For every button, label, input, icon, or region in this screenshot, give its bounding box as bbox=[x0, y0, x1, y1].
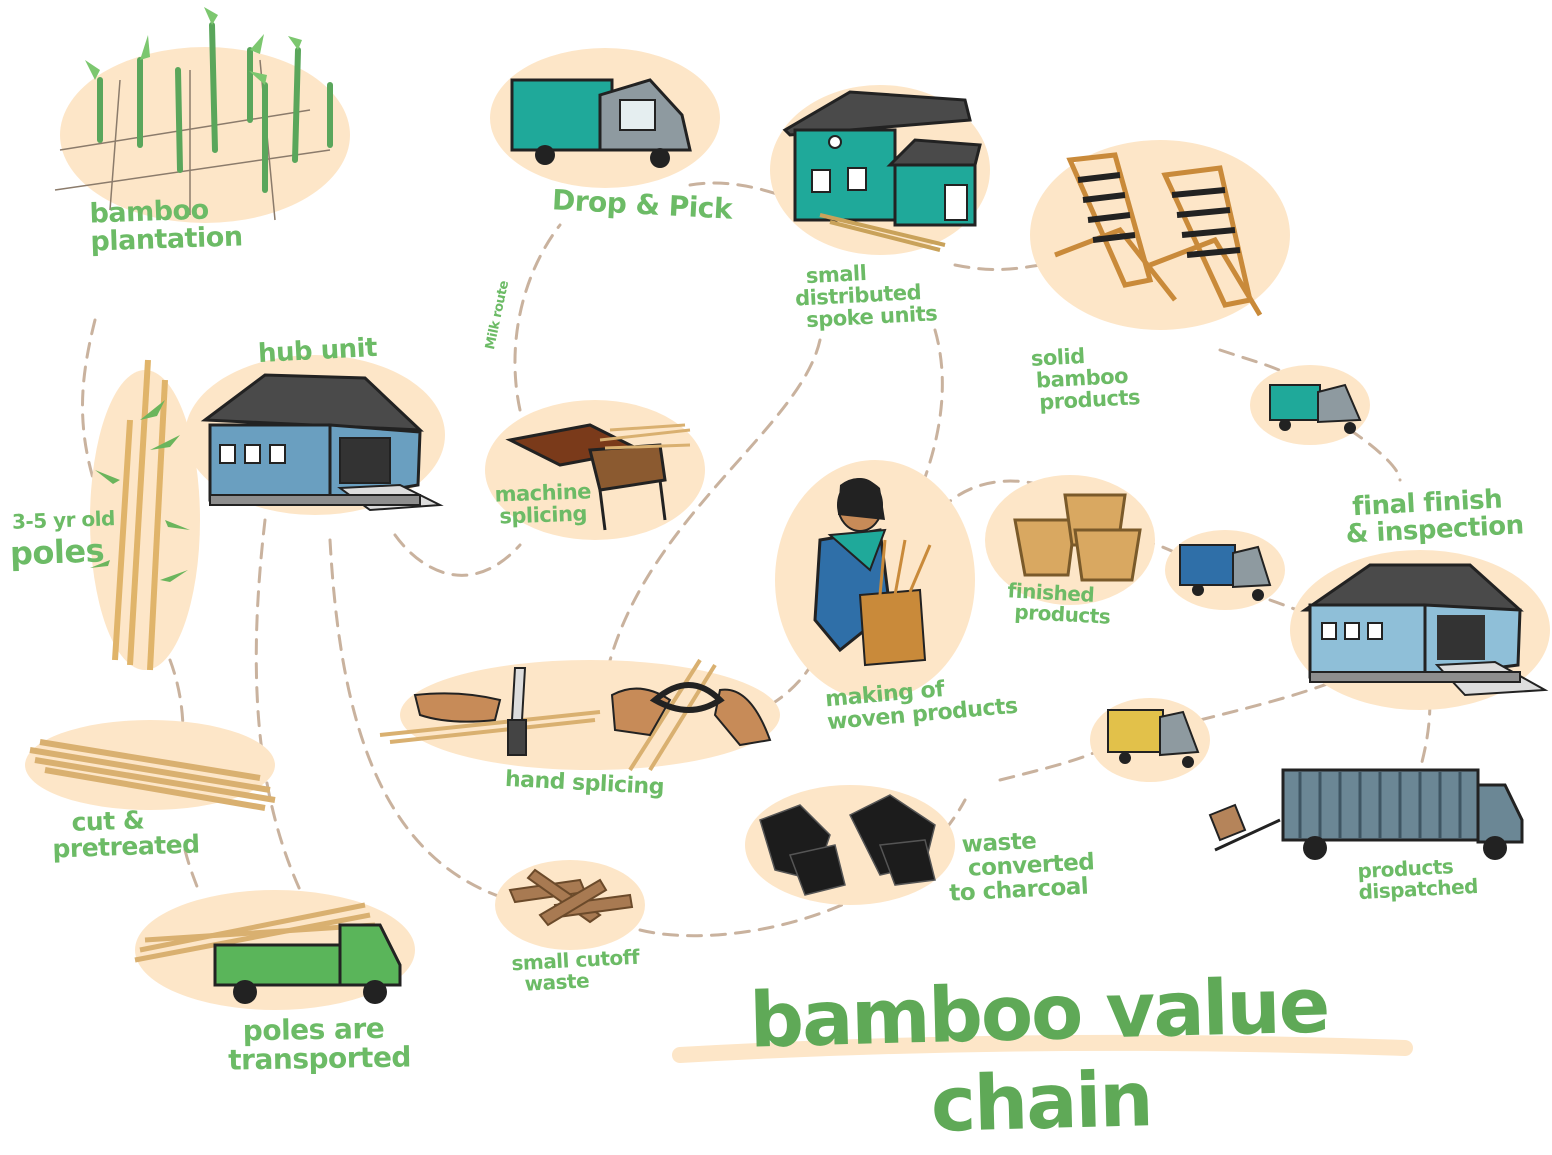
path-hub-to-truck bbox=[254, 518, 302, 892]
bamboo-value-chain-diagram bbox=[25, 7, 1550, 1063]
path-spoke-to-chairs bbox=[953, 263, 1042, 271]
hands-splicing-icon bbox=[379, 658, 780, 772]
path-hub-to-machine bbox=[393, 533, 522, 577]
path-plantation-to-poles bbox=[81, 318, 102, 502]
path-hand-to-woven bbox=[768, 648, 822, 707]
auto-rickshaw-truck-icon bbox=[490, 48, 720, 188]
small-truck-icon-2 bbox=[1165, 530, 1285, 610]
path-poles-to-cut bbox=[168, 658, 185, 762]
deck-chairs-icon bbox=[1030, 140, 1290, 330]
path-final-to-dispatch bbox=[1418, 698, 1432, 772]
small-truck-icon-3 bbox=[1090, 698, 1210, 782]
path-spoke-to-hand bbox=[603, 338, 822, 682]
baskets-icon bbox=[985, 475, 1155, 605]
bamboo-poles-icon bbox=[90, 359, 200, 671]
label-final-finish: final finish& inspection bbox=[1345, 484, 1525, 550]
cut-bamboo-bundle-icon bbox=[25, 720, 276, 811]
diagram-title: bamboo value chain bbox=[748, 960, 1330, 1149]
path-truck-to-final bbox=[1348, 428, 1402, 482]
loaded-truck-icon bbox=[134, 890, 415, 1010]
label-hub-unit: hub unit bbox=[257, 332, 378, 370]
label-poles-age: 3-5 yr old bbox=[11, 506, 116, 534]
house-icon bbox=[770, 85, 990, 255]
bamboo-plantation-icon bbox=[54, 7, 350, 223]
path-charcoal-to-rickshaw bbox=[998, 748, 1102, 782]
container-truck-icon bbox=[1208, 768, 1524, 860]
warehouse-icon bbox=[185, 355, 445, 515]
path-chairs-to-truck bbox=[1218, 348, 1292, 377]
woman-weaving-icon bbox=[775, 460, 975, 700]
path-cut-to-truck bbox=[183, 848, 202, 897]
title-underline bbox=[672, 1034, 1413, 1063]
charcoal-icon bbox=[745, 785, 955, 905]
label-cut-pretreated: cut &pretreated bbox=[51, 805, 200, 864]
path-milk-route bbox=[513, 223, 562, 412]
path-hub-to-cutoff bbox=[328, 538, 512, 902]
splicing-machine-icon bbox=[485, 400, 705, 540]
label-poles: poles bbox=[9, 531, 105, 573]
wood-scraps-icon bbox=[495, 860, 645, 950]
final-warehouse-icon bbox=[1290, 550, 1550, 710]
path-woven-to-baskets bbox=[938, 479, 1062, 512]
small-truck-icon-1 bbox=[1250, 365, 1370, 445]
path-drop-to-spoke bbox=[688, 181, 782, 197]
